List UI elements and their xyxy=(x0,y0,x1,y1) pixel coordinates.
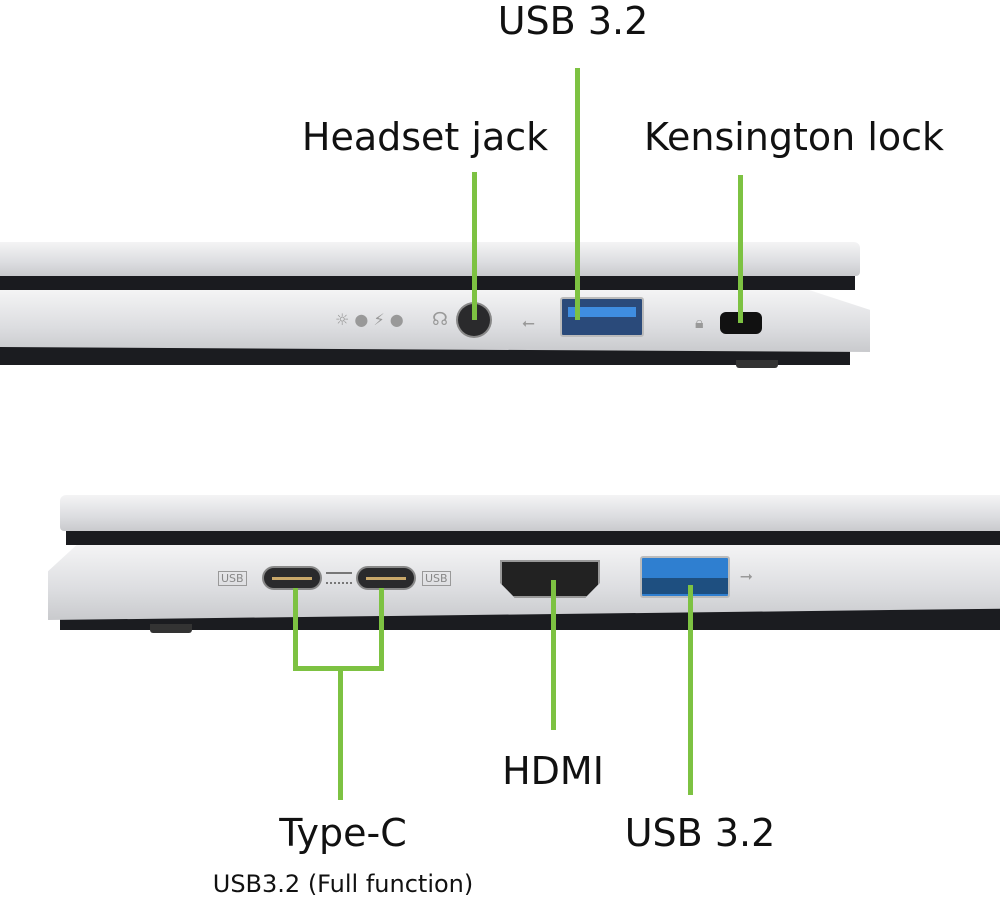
callout-line-hdmi xyxy=(551,580,556,730)
label-type-c: Type-C xyxy=(279,811,407,855)
label-kensington-lock: Kensington lock xyxy=(643,115,945,159)
usb-c-link-icon xyxy=(326,572,352,584)
callout-line-headset xyxy=(472,172,477,320)
usb-c-port-1 xyxy=(262,566,322,590)
hdmi-port xyxy=(500,560,600,598)
top-laptop-lid xyxy=(0,242,860,276)
label-hdmi: HDMI xyxy=(502,749,604,793)
usb-c-port-2 xyxy=(356,566,416,590)
callout-line-usb-bottom xyxy=(688,585,693,795)
top-laptop-gap xyxy=(0,276,855,290)
label-usb-top: USB 3.2 xyxy=(497,0,649,43)
usb-c-right-icon: USB xyxy=(422,571,451,586)
usb-a-port-top xyxy=(560,297,644,337)
label-type-c-subtitle: USB3.2 (Full function) xyxy=(212,870,474,898)
bottom-laptop-gap xyxy=(66,531,1000,545)
usb-c-left-icon: USB xyxy=(218,571,247,586)
label-usb-bottom: USB 3.2 xyxy=(624,811,776,855)
label-headset-jack: Headset jack xyxy=(301,115,549,159)
callout-line-typec-1 xyxy=(293,588,298,670)
callout-line-kensington xyxy=(738,175,743,323)
callout-line-usb-top xyxy=(575,68,580,320)
headset-icon: ☊ xyxy=(432,309,448,330)
bottom-laptop-lid xyxy=(60,495,1000,531)
callout-line-typec-stem xyxy=(338,666,343,800)
bottom-laptop-foot xyxy=(150,624,192,633)
lock-icon: 🔒︎ xyxy=(695,313,704,332)
top-laptop-foot xyxy=(736,360,778,368)
kensington-lock-slot xyxy=(720,312,762,334)
callout-line-typec-2 xyxy=(379,588,384,670)
usb-a-port-bottom xyxy=(640,556,730,598)
usb-symbol-icon-bottom: ⭢ xyxy=(740,566,753,585)
led-indicators-icon: ☼ ● ⚡ ● xyxy=(335,310,404,329)
usb-symbol-icon: ⭠ xyxy=(522,313,535,332)
